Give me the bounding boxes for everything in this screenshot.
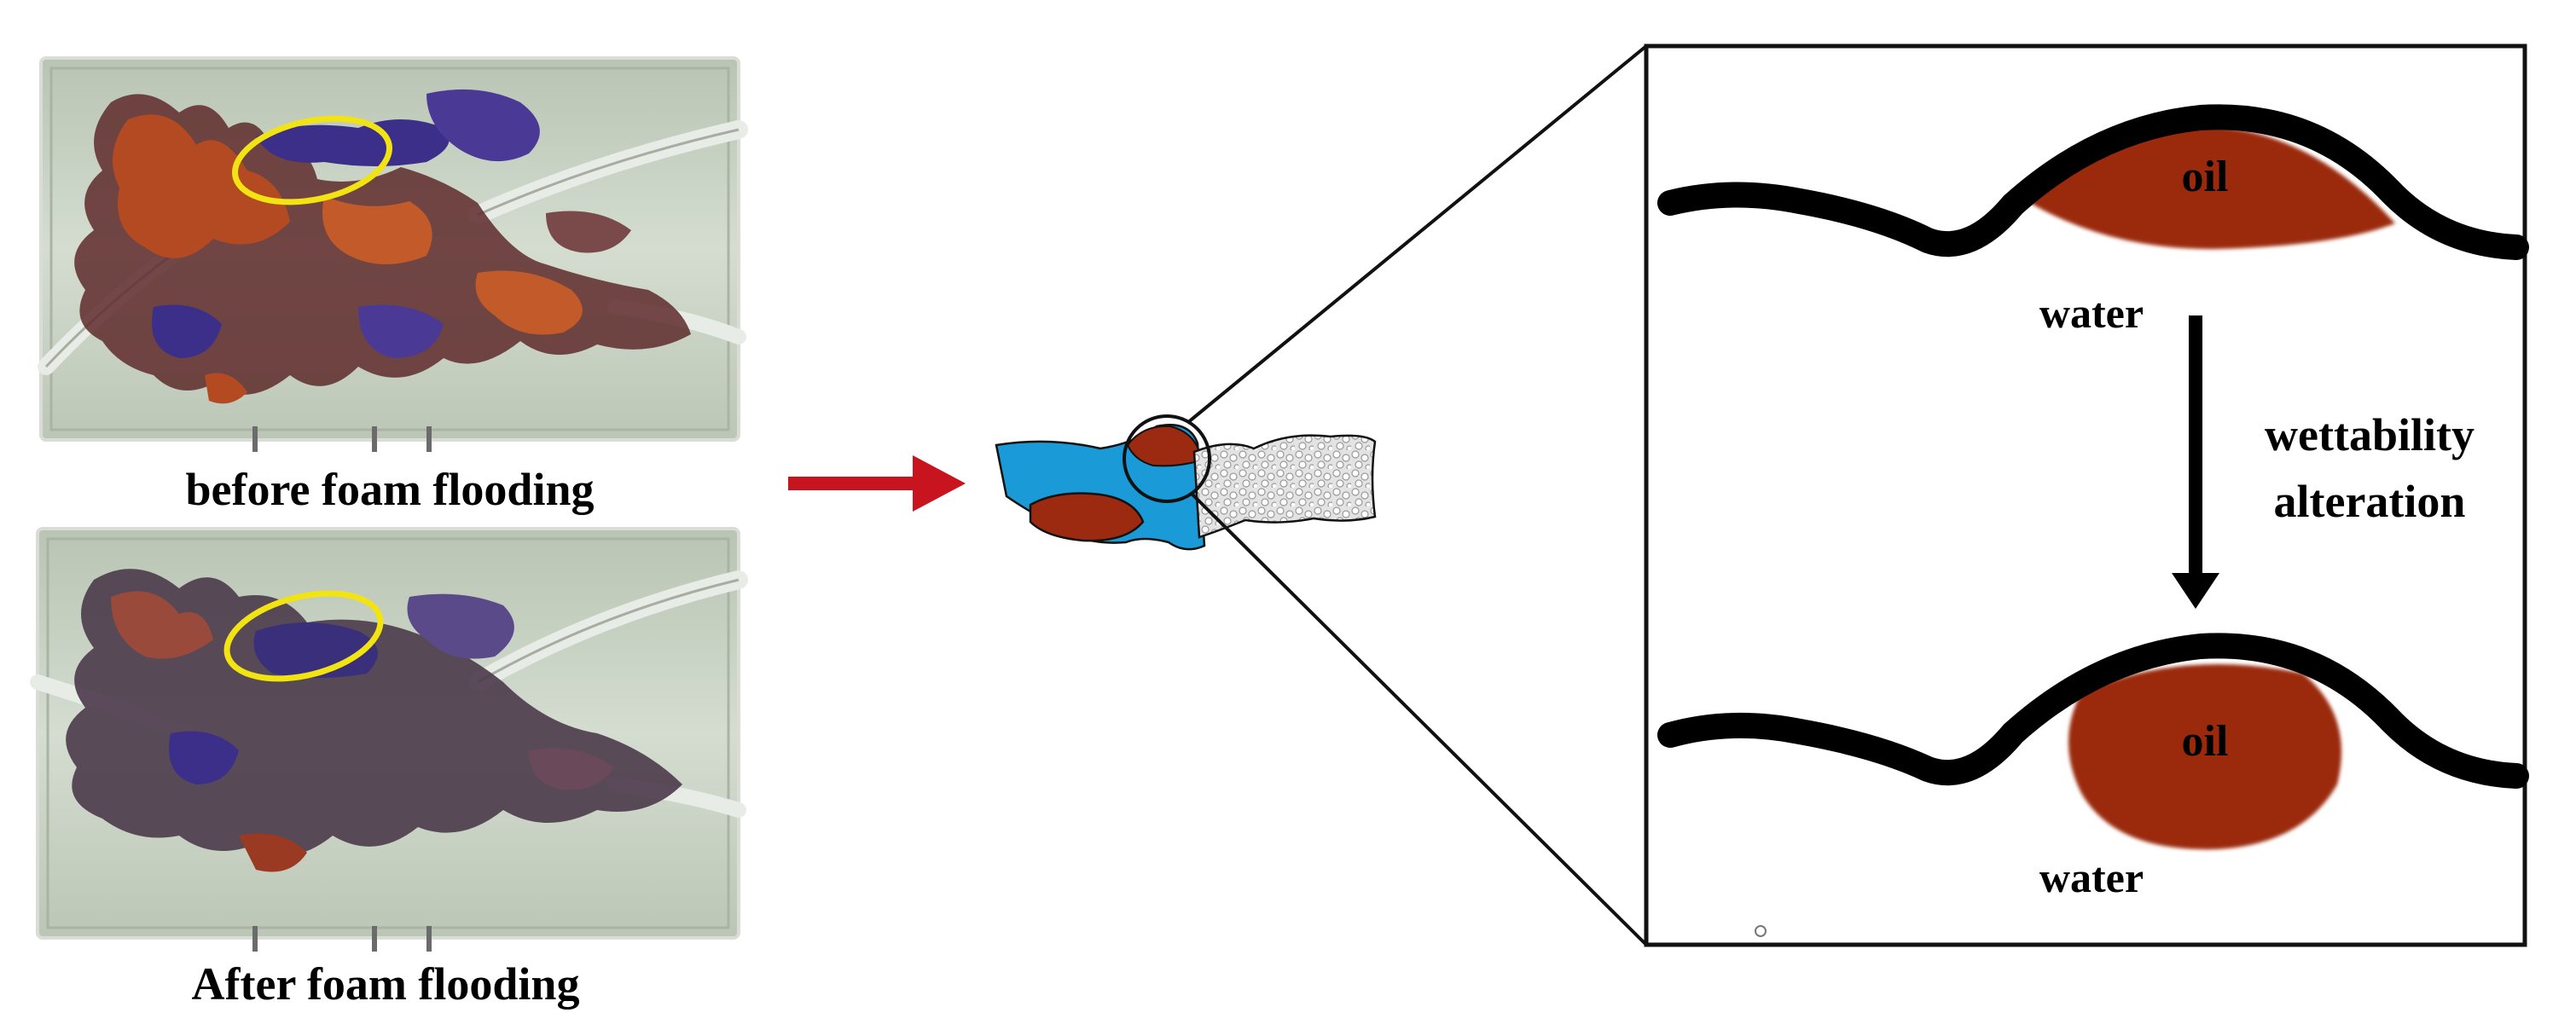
- wettability-detail-panel: oil water wettability alteration oil wat…: [1644, 43, 2529, 947]
- top-oil-label: oil: [2182, 153, 2229, 201]
- bottom-water-label: water: [2039, 854, 2144, 901]
- process-label-line1: wettability: [2265, 409, 2474, 460]
- red-arrow-icon: [788, 455, 966, 512]
- small-circle-mark: [1755, 925, 1767, 937]
- before-flooding-photo: [38, 56, 748, 452]
- bottom-oil-label: oil: [2182, 717, 2229, 766]
- process-label-line2: alteration: [2274, 476, 2466, 527]
- zoom-line-lower: [1189, 491, 1648, 946]
- before-flooding-caption: before foam flooding: [186, 464, 595, 515]
- top-water-label: water: [2039, 289, 2144, 337]
- oil-wet-pore: [1657, 104, 2529, 260]
- down-arrow-icon: [2172, 315, 2219, 609]
- water-wet-pore: [1657, 633, 2529, 850]
- pore-channel-schematic: [995, 414, 1377, 551]
- after-flooding-photo: [30, 527, 748, 952]
- zoom-line-upper: [1186, 44, 1648, 425]
- after-flooding-caption: After foam flooding: [192, 958, 580, 1010]
